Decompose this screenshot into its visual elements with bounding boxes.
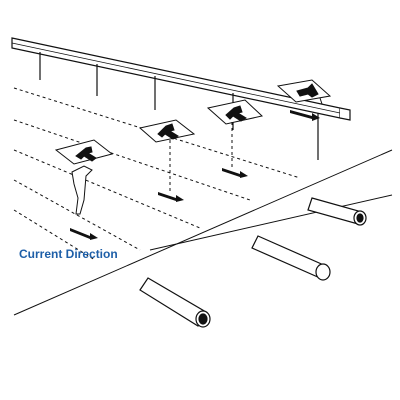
dashed-line-3	[13, 149, 201, 229]
current-arrow-icon	[70, 228, 98, 240]
dashed-line-5	[13, 209, 96, 261]
rope-coil-icon	[198, 313, 208, 325]
dashed-line-2	[13, 119, 251, 201]
edge-line	[13, 149, 393, 316]
sign-arrow-icon	[296, 83, 319, 98]
current-arrow-icon	[222, 168, 248, 178]
rope-coil-icon	[356, 213, 364, 223]
road-line	[149, 194, 393, 251]
pipe-end	[315, 263, 331, 281]
guardrail	[11, 37, 351, 160]
drainage-pipes	[139, 197, 367, 328]
sign-arrow-icon	[75, 146, 97, 162]
sign-group	[54, 79, 332, 215]
ground-lines	[13, 87, 393, 316]
drainage-pipe	[139, 277, 207, 327]
current-arrows	[70, 110, 320, 240]
drainage-pipe	[251, 235, 327, 279]
sign-post	[319, 97, 323, 105]
sign-arrow-icon	[225, 105, 247, 122]
guardrail-end	[339, 107, 351, 121]
dashed-line-1	[13, 87, 301, 179]
current-arrow-icon	[290, 110, 320, 121]
rope-anchor-icon	[71, 165, 93, 215]
dashed-line-4	[13, 179, 141, 251]
current-direction-label: Current Direction	[19, 247, 118, 261]
sign-arrow-icon	[157, 123, 179, 140]
current-arrow-icon	[158, 192, 184, 202]
